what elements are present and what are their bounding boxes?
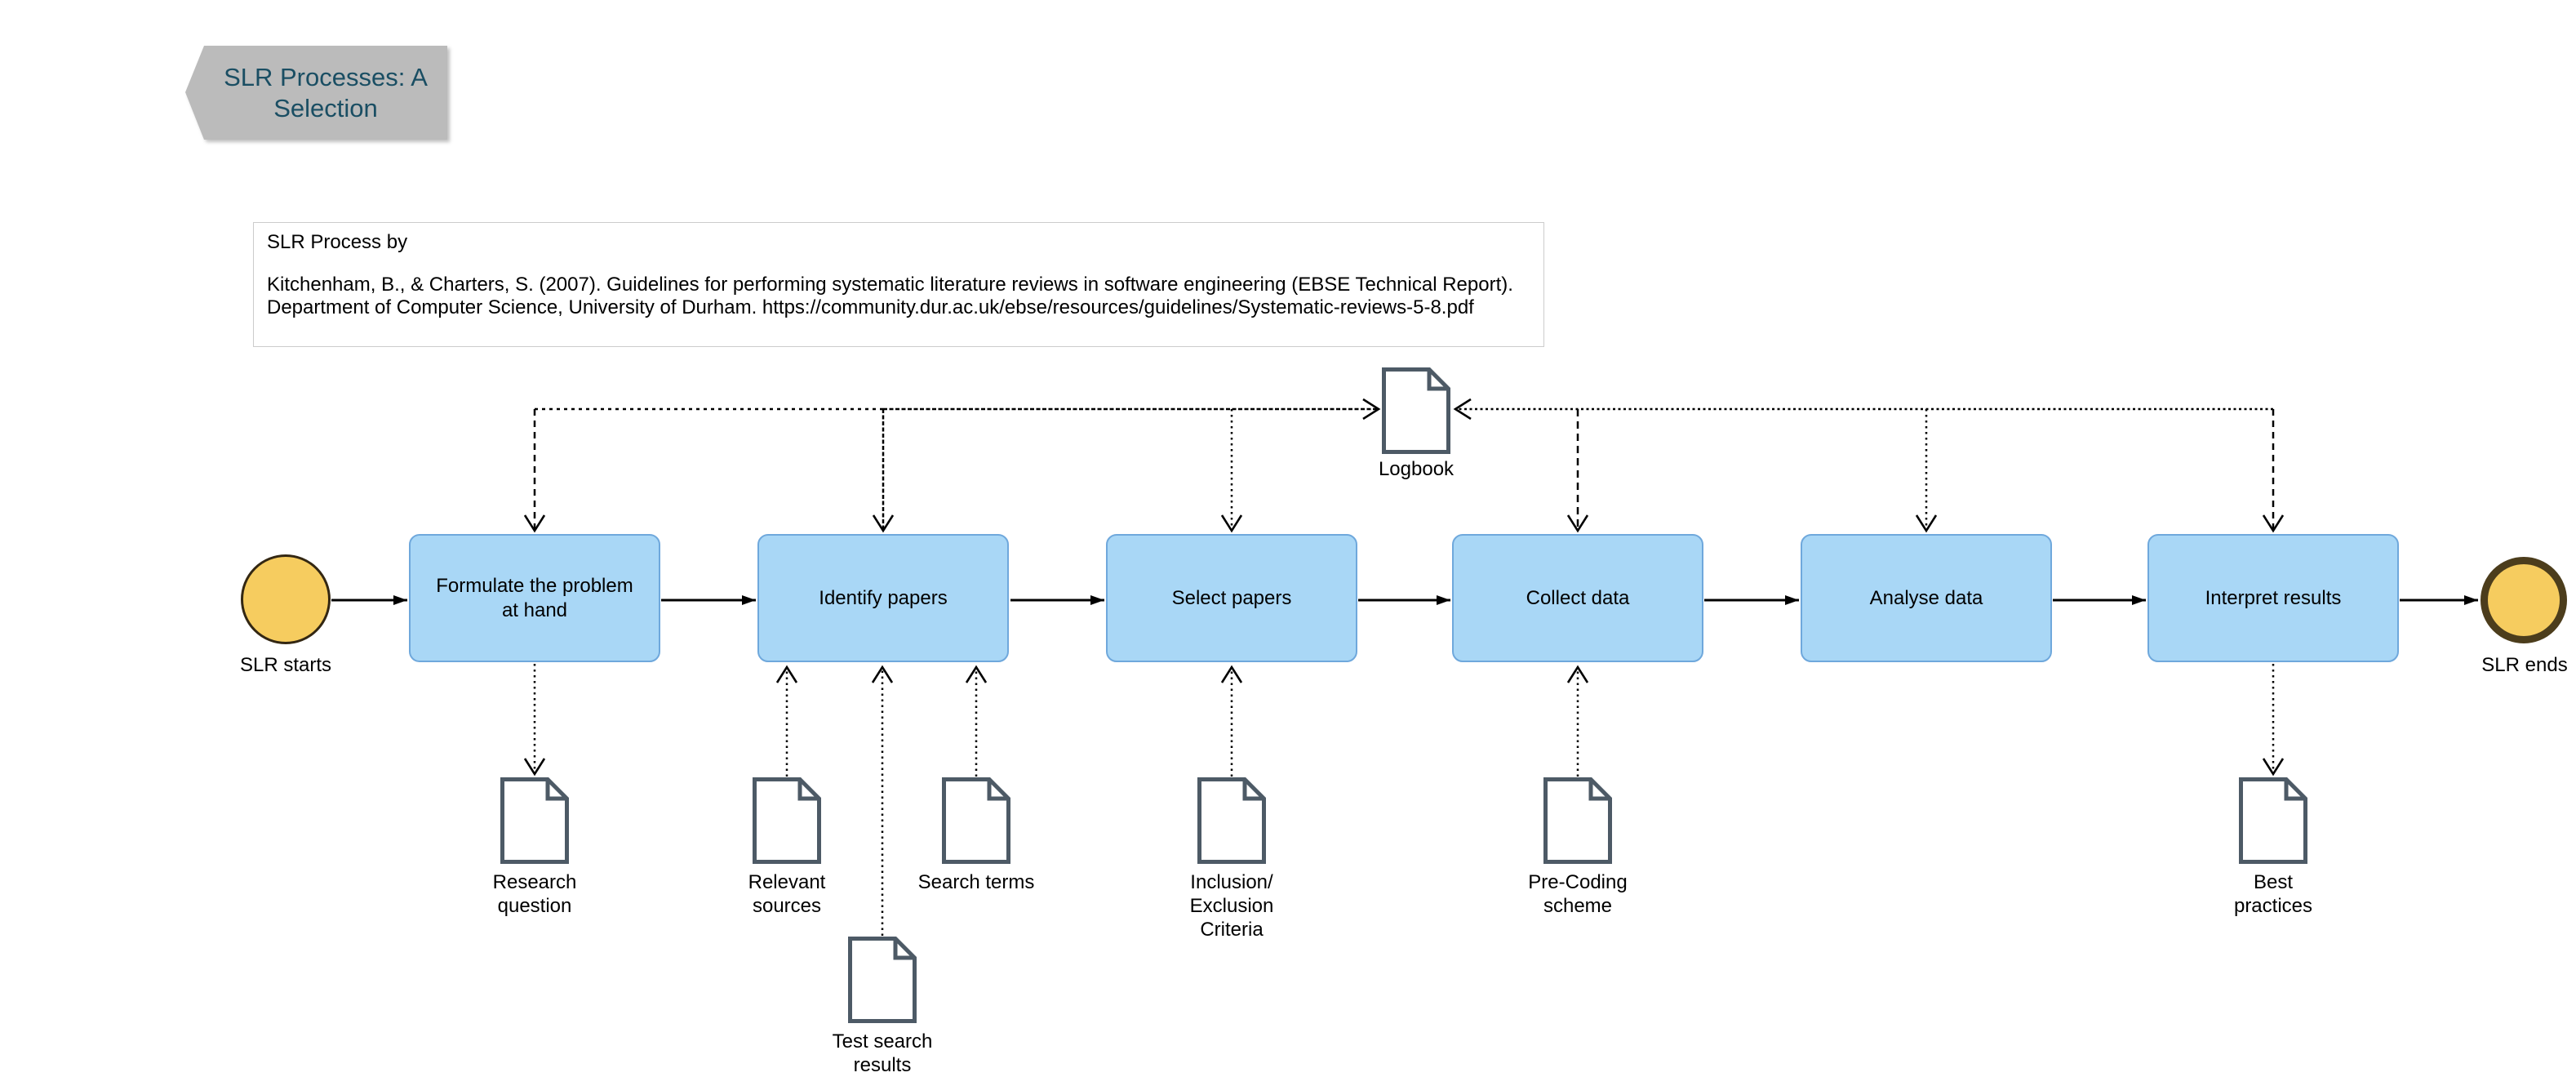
process-label: Identify papers [819, 586, 948, 609]
document-research-question [500, 777, 569, 864]
banner-label: SLR Processes: A Selection [224, 62, 428, 122]
document-icon [753, 777, 821, 864]
process-formulate-problem: Formulate the problem at hand [409, 534, 660, 662]
document-search-terms [942, 777, 1010, 864]
document-icon [942, 777, 1010, 864]
document-icon [1382, 367, 1450, 454]
document-label-logbook: Logbook [1378, 458, 1455, 480]
document-icon [500, 777, 569, 864]
end-event [2481, 557, 2567, 643]
document-label-test-search-results: Test search results [832, 1030, 933, 1076]
document-icon [848, 937, 917, 1023]
process-identify-papers: Identify papers [757, 534, 1009, 662]
process-label: Select papers [1171, 586, 1292, 609]
end-event-label: SLR ends [2481, 654, 2568, 676]
document-label-pre-coding-scheme: Pre-Coding scheme [1528, 871, 1628, 917]
process-interpret-results: Interpret results [2147, 534, 2399, 662]
document-inclusion-exclusion-criteria [1197, 777, 1266, 864]
process-label: Collect data [1526, 586, 1630, 609]
process-label: Analyse data [1869, 586, 1983, 609]
start-event [241, 554, 331, 644]
document-logbook [1382, 367, 1450, 454]
artifact-connectors [523, 664, 2285, 936]
document-pre-coding-scheme [1543, 777, 1612, 864]
citation-heading: SLR Process by [267, 231, 408, 253]
process-select-papers: Select papers [1106, 534, 1357, 662]
document-icon [2239, 777, 2307, 864]
process-collect-data: Collect data [1452, 534, 1703, 662]
document-label-research-question: Research question [492, 871, 577, 917]
document-relevant-sources [753, 777, 821, 864]
start-event-label: SLR starts [239, 654, 332, 676]
process-label: Formulate the problem at hand [436, 574, 633, 621]
document-test-search-results [848, 937, 917, 1023]
document-label-relevant-sources: Relevant sources [748, 871, 826, 917]
document-icon [1197, 777, 1266, 864]
process-label: Interpret results [2205, 586, 2342, 609]
citation-box: SLR Process by Kitchenham, B., & Charter… [253, 222, 1544, 347]
banner-shape [185, 46, 447, 140]
title-banner: SLR Processes: A Selection [185, 46, 447, 140]
logbook-connectors [523, 398, 2285, 533]
document-label-inclusion-exclusion-criteria: Inclusion/ Exclusion Criteria [1189, 871, 1274, 941]
document-label-best-practices: Best practices [2233, 871, 2313, 917]
process-analyse-data: Analyse data [1801, 534, 2052, 662]
document-icon [1543, 777, 1612, 864]
citation-body: Kitchenham, B., & Charters, S. (2007). G… [267, 274, 1513, 318]
document-best-practices [2239, 777, 2307, 864]
document-label-search-terms: Search terms [917, 871, 1035, 893]
